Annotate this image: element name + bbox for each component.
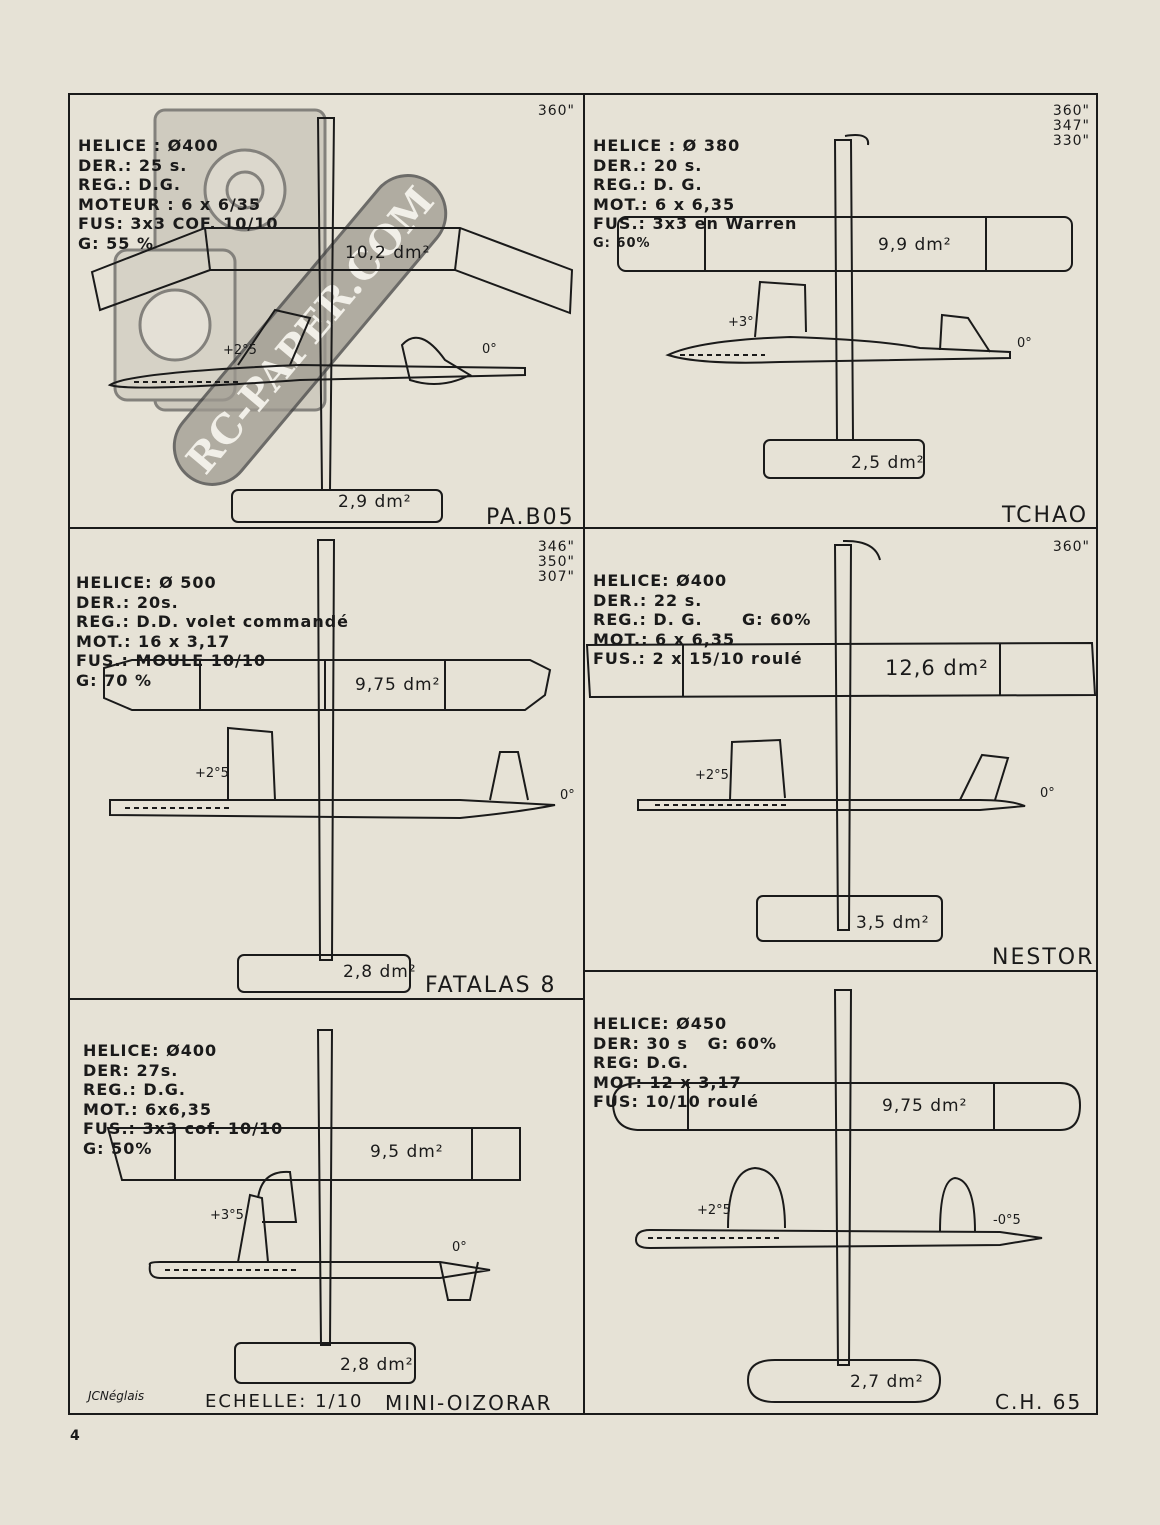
wing-incidence-tchao: +3° — [728, 315, 754, 330]
wing-incidence-pab05: +2°5 — [223, 343, 257, 358]
row-divider-right — [583, 970, 1098, 972]
angles-nestor: 360" — [1052, 539, 1090, 555]
wing-area-fatalas8: 9,75 dm² — [355, 675, 441, 695]
tail-incidence-ch65: -0°5 — [993, 1213, 1021, 1228]
model-name-nestor: NESTOR — [992, 945, 1095, 970]
angles-tchao: 360"347"330" — [1052, 103, 1090, 149]
model-name-pab05: PA.B05 — [486, 505, 575, 530]
signature: JCNéglais — [88, 1389, 145, 1403]
tail-incidence-pab05: 0° — [482, 342, 497, 357]
wing-area-ch65: 9,75 dm² — [882, 1096, 968, 1116]
scale-label: ECHELLE: 1/10 — [205, 1391, 364, 1412]
tail-area-ch65: 2,7 dm² — [850, 1372, 924, 1392]
tail-area-mini-oizorar: 2,8 dm² — [340, 1355, 414, 1375]
wing-area-pab05: 10,2 dm² — [345, 243, 431, 263]
model-name-fatalas8: FATALAS 8 — [425, 973, 557, 998]
wing-area-mini-oizorar: 9,5 dm² — [370, 1142, 444, 1162]
wing-area-nestor: 12,6 dm² — [885, 656, 989, 680]
wing-incidence-nestor: +2°5 — [695, 768, 729, 783]
angles-pab05: 360" — [537, 103, 575, 119]
model-name-mini-oizorar: MINI-OIZORAR — [385, 1391, 553, 1415]
column-divider — [583, 93, 585, 1415]
angles-fatalas8: 346"350"307" — [537, 539, 575, 585]
wing-incidence-mini-oizorar: +3°5 — [210, 1208, 244, 1223]
row-divider-left — [68, 998, 583, 1000]
wing-area-tchao: 9,9 dm² — [878, 235, 952, 255]
tail-incidence-nestor: 0° — [1040, 786, 1055, 801]
wing-incidence-fatalas8: +2°5 — [195, 766, 229, 781]
tail-area-pab05: 2,9 dm² — [338, 492, 412, 512]
tail-incidence-fatalas8: 0° — [560, 788, 575, 803]
tail-incidence-tchao: 0° — [1017, 336, 1032, 351]
model-name-ch65: C.H. 65 — [995, 1390, 1083, 1414]
tail-area-nestor: 3,5 dm² — [856, 913, 930, 933]
model-name-tchao: TCHAO — [1002, 503, 1089, 528]
tail-area-fatalas8: 2,8 dm² — [343, 962, 417, 982]
wing-incidence-ch65: +2°5 — [697, 1203, 731, 1218]
tail-incidence-mini-oizorar: 0° — [452, 1240, 467, 1255]
row-divider-1 — [68, 527, 1098, 529]
tail-area-tchao: 2,5 dm² — [851, 453, 925, 473]
page-number: 4 — [70, 1428, 80, 1444]
